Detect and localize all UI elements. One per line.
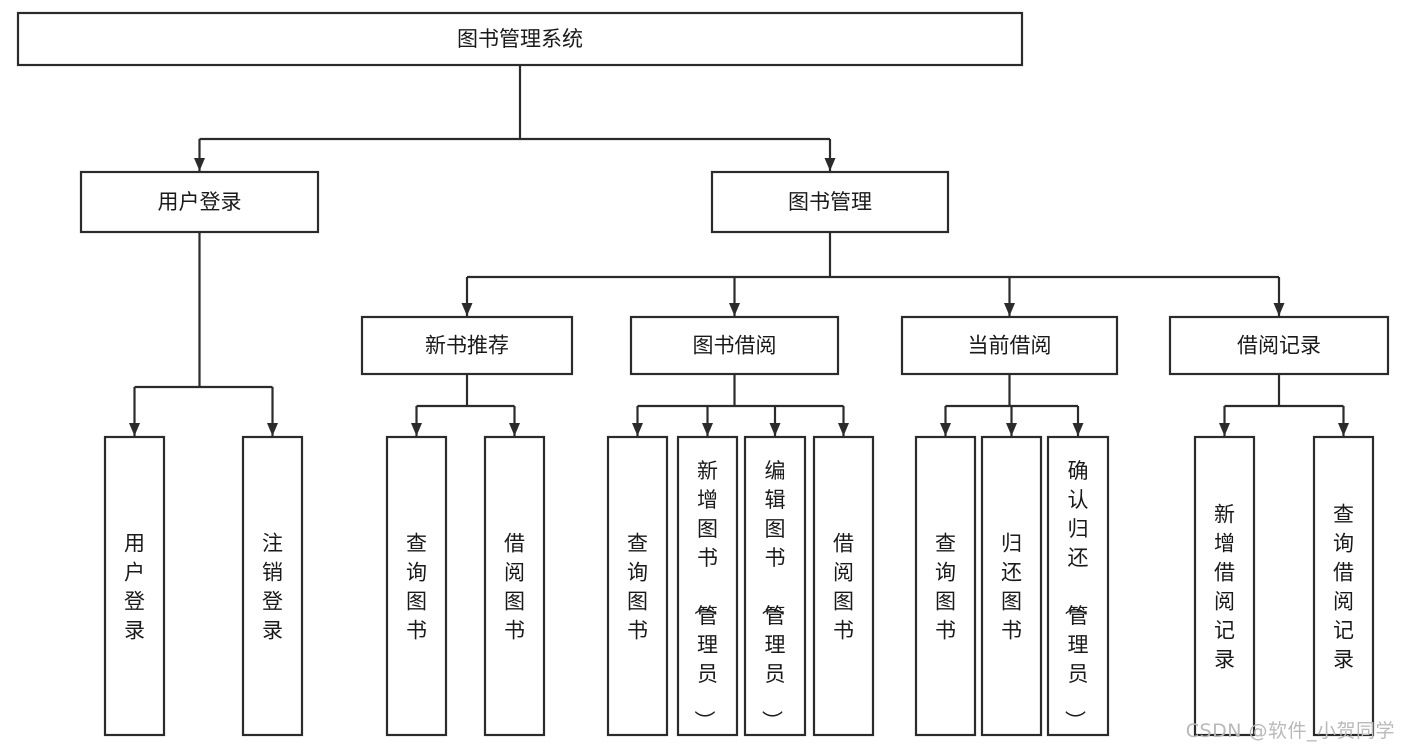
node-box-new-book-recommend (360, 315, 574, 376)
node-box-borrow-record (1168, 315, 1390, 376)
node-label-leaf-query-book-2: 查询图书 (627, 532, 648, 643)
node-box-leaf-query-book-3 (914, 435, 977, 737)
arrow-head-icon (1338, 423, 1349, 436)
node-label-current-borrow: 当前借阅 (968, 334, 1052, 358)
node-leaf-borrow-book-2[interactable]: 借阅图书 (812, 435, 875, 737)
node-label-leaf-edit-book-admin: 编辑图书（管理员） (760, 459, 786, 731)
node-borrow-record[interactable]: 借阅记录 (1168, 315, 1390, 376)
arrow-head-icon (194, 158, 205, 171)
arrow-head-icon (1219, 423, 1230, 436)
node-user-login[interactable]: 用户登录 (79, 170, 320, 234)
node-box-leaf-return-book (980, 435, 1043, 737)
node-box-leaf-confirm-return-admin (1046, 435, 1110, 737)
node-label-root: 图书管理系统 (457, 27, 583, 51)
node-label-book-borrow: 图书借阅 (693, 334, 777, 358)
node-root[interactable]: 图书管理系统 (16, 11, 1024, 67)
node-label-user-login: 用户登录 (158, 190, 242, 214)
arrow-head-icon (461, 303, 473, 316)
node-label-leaf-return-book: 归还图书 (1001, 532, 1022, 643)
node-book-manage[interactable]: 图书管理 (710, 170, 950, 234)
node-box-leaf-user-login (103, 435, 166, 737)
node-current-borrow[interactable]: 当前借阅 (900, 315, 1119, 376)
node-box-leaf-add-borrow-record (1193, 435, 1256, 737)
node-leaf-confirm-return-admin[interactable]: 确认归还（管理员） (1046, 435, 1110, 737)
arrow-head-icon (824, 158, 836, 171)
node-book-borrow[interactable]: 图书借阅 (629, 315, 840, 376)
node-leaf-add-borrow-record[interactable]: 新增借阅记录 (1193, 435, 1256, 737)
node-label-new-book-recommend: 新书推荐 (425, 334, 509, 358)
node-label-leaf-query-borrow-record: 查询借阅记录 (1333, 503, 1354, 672)
arrow-head-icon (632, 423, 643, 436)
node-box-current-borrow (900, 315, 1119, 376)
node-leaf-return-book[interactable]: 归还图书 (980, 435, 1043, 737)
arrow-head-icon (267, 423, 278, 436)
node-label-leaf-query-book-1: 查询图书 (406, 532, 427, 643)
node-label-leaf-add-book-admin: 新增图书（管理员） (692, 459, 718, 731)
node-box-user-login (79, 170, 320, 234)
arrow-head-icon (1006, 423, 1017, 436)
arrow-head-icon (509, 423, 520, 436)
node-box-leaf-add-book-admin (676, 435, 739, 737)
node-box-book-borrow (629, 315, 840, 376)
arrow-head-icon (702, 423, 713, 436)
node-box-leaf-query-book-2 (606, 435, 669, 737)
node-leaf-logout-login[interactable]: 注销登录 (241, 435, 304, 737)
node-label-leaf-user-login: 用户登录 (124, 532, 145, 643)
connectors-layer (129, 65, 1349, 436)
node-box-leaf-borrow-book-1 (483, 435, 546, 737)
node-box-leaf-query-borrow-record (1312, 435, 1375, 737)
arrow-head-icon (769, 423, 781, 436)
node-box-leaf-borrow-book-2 (812, 435, 875, 737)
node-box-leaf-edit-book-admin (743, 435, 807, 737)
arrow-head-icon (1273, 303, 1285, 316)
csdn-watermark: CSDN @软件_小贺同学 (1185, 720, 1395, 742)
arrow-head-icon (838, 423, 849, 436)
arrow-head-icon (940, 423, 951, 436)
node-label-leaf-borrow-book-2: 借阅图书 (833, 532, 854, 643)
arrow-head-icon (729, 303, 740, 316)
boxes-layer: 图书管理系统用户登录图书管理新书推荐图书借阅当前借阅借阅记录用户登录注销登录查询… (16, 11, 1390, 737)
node-label-leaf-query-book-3: 查询图书 (935, 532, 956, 643)
node-leaf-query-book-3[interactable]: 查询图书 (914, 435, 977, 737)
arrow-head-icon (411, 423, 422, 436)
node-box-root (16, 11, 1024, 67)
node-leaf-borrow-book-1[interactable]: 借阅图书 (483, 435, 546, 737)
node-box-leaf-logout-login (241, 435, 304, 737)
arrow-head-icon (1004, 303, 1015, 316)
node-box-book-manage (710, 170, 950, 234)
node-label-leaf-confirm-return-admin: 确认归还（管理员） (1063, 459, 1089, 731)
node-label-leaf-add-borrow-record: 新增借阅记录 (1214, 503, 1235, 672)
node-leaf-user-login[interactable]: 用户登录 (103, 435, 166, 737)
node-label-borrow-record: 借阅记录 (1237, 334, 1321, 358)
arrow-head-icon (129, 423, 140, 436)
node-leaf-query-borrow-record[interactable]: 查询借阅记录 (1312, 435, 1375, 737)
node-leaf-query-book-1[interactable]: 查询图书 (385, 435, 448, 737)
arrow-head-icon (1072, 423, 1084, 436)
node-leaf-edit-book-admin[interactable]: 编辑图书（管理员） (743, 435, 807, 737)
node-new-book-recommend[interactable]: 新书推荐 (360, 315, 574, 376)
node-label-book-manage: 图书管理 (788, 190, 872, 214)
node-box-leaf-query-book-1 (385, 435, 448, 737)
node-label-leaf-borrow-book-1: 借阅图书 (504, 532, 525, 643)
node-leaf-add-book-admin[interactable]: 新增图书（管理员） (676, 435, 739, 737)
node-leaf-query-book-2[interactable]: 查询图书 (606, 435, 669, 737)
node-label-leaf-logout-login: 注销登录 (262, 532, 283, 643)
